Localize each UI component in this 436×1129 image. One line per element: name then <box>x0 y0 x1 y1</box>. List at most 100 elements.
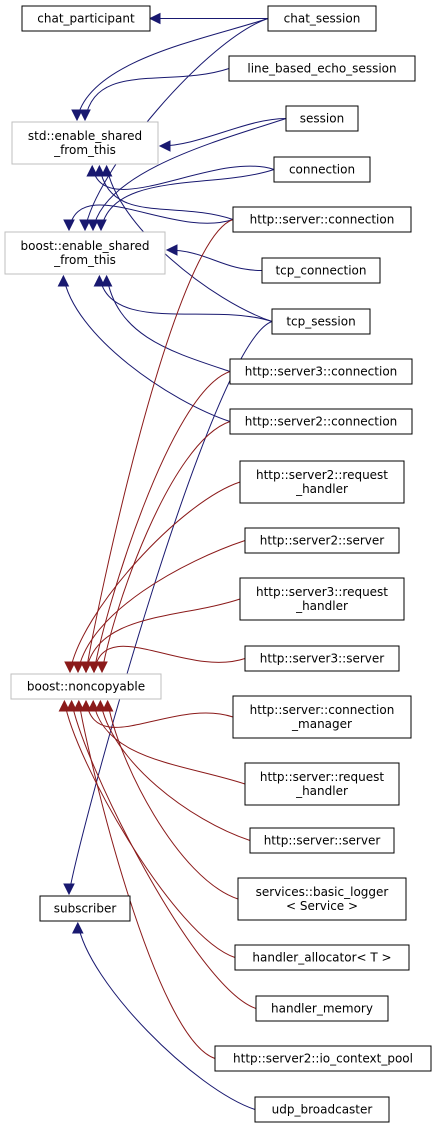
inheritance-edge-http-server-server-to-boost-noncopyable <box>99 700 251 841</box>
arrowhead-handler-allocator-to-boost-noncopyable <box>58 699 71 712</box>
class-box-chat-session[interactable] <box>267 5 377 32</box>
class-label-connection-line-1: connection <box>289 163 355 177</box>
inheritance-edge-session-to-boost-enable-shared-from-this <box>92 118 287 231</box>
edges-layer <box>57 12 287 1110</box>
inheritance-edge-http-server-request-handler-to-boost-noncopyable <box>92 700 246 785</box>
class-box-chat-participant[interactable] <box>21 5 151 32</box>
class-node-http-server3-server[interactable]: http::server3::server <box>244 645 400 672</box>
arrowhead-http-server-connection-to-boost-enable-shared-from-this <box>63 219 75 232</box>
class-node-http-server3-request-handler[interactable]: http::server3::request_handler <box>239 577 405 621</box>
arrowhead-tcp-session-to-subscriber <box>63 883 75 896</box>
arrowhead-http-server-connection-to-std-enable-shared-from-this <box>93 164 106 177</box>
class-box-http-server2-request-handler[interactable] <box>239 460 405 504</box>
class-label-std-enable-shared-from-this-line-2: _from_this <box>53 143 116 157</box>
arrowhead-http-server2-request-handler-to-boost-noncopyable <box>64 661 76 674</box>
inheritance-edge-connection-to-boost-enable-shared-from-this <box>100 169 275 231</box>
class-label-http-server-request-handler-line-1: http::server::request <box>260 770 384 784</box>
class-node-udp-broadcaster[interactable]: udp_broadcaster <box>254 1096 390 1123</box>
class-node-http-server2-request-handler[interactable]: http::server2::request_handler <box>239 460 405 504</box>
arrowhead-session-to-std-enable-shared-from-this <box>158 140 171 152</box>
class-node-handler-memory[interactable]: handler_memory <box>255 995 389 1022</box>
inheritance-edge-http-server-connection-to-std-enable-shared-from-this <box>98 165 234 220</box>
class-box-http-server3-server[interactable] <box>244 645 400 672</box>
inheritance-edge-http-server-connection-manager-to-boost-noncopyable <box>85 700 234 728</box>
arrowhead-http-server-server-to-boost-noncopyable <box>94 699 107 712</box>
class-box-http-server-connection-manager[interactable] <box>232 695 412 739</box>
arrowhead-http-server2-connection-to-boost-noncopyable <box>96 661 108 674</box>
class-box-http-server2-io-context-pool[interactable] <box>214 1045 432 1072</box>
class-node-chat-participant[interactable]: chat_participant <box>21 5 151 32</box>
class-box-udp-broadcaster[interactable] <box>254 1096 390 1123</box>
arrowhead-http-server3-server-to-boost-noncopyable <box>88 661 100 674</box>
class-box-session[interactable] <box>285 105 359 132</box>
class-label-services-basic-logger-line-2: < Service > <box>286 899 358 913</box>
class-box-connection[interactable] <box>273 156 371 183</box>
class-node-tcp-session[interactable]: tcp_session <box>271 308 371 335</box>
arrowhead-line-based-echo-session-to-std-enable-shared-from-this <box>79 109 91 122</box>
arrowhead-chat-session-to-chat-participant <box>148 12 161 25</box>
class-box-boost-enable-shared-from-this[interactable] <box>4 231 166 275</box>
class-node-http-server-connection[interactable]: http::server::connection <box>232 206 412 233</box>
class-box-http-server2-connection[interactable] <box>229 408 413 435</box>
class-box-tcp-connection[interactable] <box>261 257 381 284</box>
inheritance-edge-http-server2-connection-to-boost-enable-shared-from-this <box>62 275 231 422</box>
inheritance-edge-http-server3-connection-to-boost-noncopyable <box>93 371 231 673</box>
class-box-http-server2-server[interactable] <box>244 527 400 554</box>
inheritance-edge-http-server2-server-to-boost-noncopyable <box>77 540 246 673</box>
class-box-http-server-request-handler[interactable] <box>244 762 400 806</box>
class-box-http-server3-request-handler[interactable] <box>239 577 405 621</box>
class-box-handler-memory[interactable] <box>255 995 389 1022</box>
class-node-http-server-connection-manager[interactable]: http::server::connection_manager <box>232 695 412 739</box>
class-label-boost-enable-shared-from-this-line-2: _from_this <box>53 253 116 267</box>
class-node-subscriber[interactable]: subscriber <box>39 895 131 922</box>
class-box-http-server-server[interactable] <box>249 827 395 854</box>
class-label-http-server-server-line-1: http::server::server <box>264 834 381 848</box>
class-node-chat-session[interactable]: chat_session <box>267 5 377 32</box>
nodes-layer: chat_participant chat_session line_based_e… <box>4 5 432 1123</box>
class-node-http-server2-server[interactable]: http::server2::server <box>244 527 400 554</box>
class-node-tcp-connection[interactable]: tcp_connection <box>261 257 381 284</box>
class-node-connection[interactable]: connection <box>273 156 371 183</box>
class-box-services-basic-logger[interactable] <box>237 877 407 921</box>
class-label-services-basic-logger-line-1: services::basic_logger <box>256 885 389 899</box>
inheritance-edge-http-server2-request-handler-to-boost-noncopyable <box>69 481 241 673</box>
arrowhead-services-basic-logger-to-boost-noncopyable <box>101 699 114 712</box>
class-node-http-server2-connection[interactable]: http::server2::connection <box>229 408 413 435</box>
inheritance-edge-connection-to-std-enable-shared-from-this <box>91 165 275 190</box>
class-box-std-enable-shared-from-this[interactable] <box>11 121 159 165</box>
class-label-handler-allocator-line-1: handler_allocator< T > <box>252 951 391 965</box>
arrowhead-tcp-session-to-boost-enable-shared-from-this <box>93 274 106 287</box>
class-box-line-based-echo-session[interactable] <box>228 55 416 82</box>
class-box-subscriber[interactable] <box>39 895 131 922</box>
arrowhead-handler-memory-to-boost-noncopyable <box>65 699 78 712</box>
class-box-http-server-connection[interactable] <box>232 206 412 233</box>
class-node-handler-allocator[interactable]: handler_allocator< T > <box>234 944 410 971</box>
class-box-handler-allocator[interactable] <box>234 944 410 971</box>
class-label-http-server-connection-line-1: http::server::connection <box>250 213 395 227</box>
class-label-http-server3-request-handler-line-2: _handler <box>295 599 348 613</box>
inheritance-edge-services-basic-logger-to-boost-noncopyable <box>107 700 239 900</box>
arrowhead-http-server3-connection-to-boost-enable-shared-from-this <box>100 274 113 287</box>
arrowhead-udp-broadcaster-to-subscriber <box>71 921 84 934</box>
inheritance-edge-tcp-session-to-subscriber <box>68 321 273 895</box>
class-node-boost-enable-shared-from-this[interactable]: boost::enable_shared_from_this <box>4 231 166 275</box>
inheritance-edge-session-to-std-enable-shared-from-this <box>159 118 287 147</box>
class-node-line-based-echo-session[interactable]: line_based_echo_session <box>228 55 416 82</box>
class-label-tcp-connection-line-1: tcp_connection <box>275 264 366 278</box>
class-node-http-server2-io-context-pool[interactable]: http::server2::io_context_pool <box>214 1045 432 1072</box>
class-node-session[interactable]: session <box>285 105 359 132</box>
class-box-http-server3-connection[interactable] <box>229 358 413 385</box>
class-node-std-enable-shared-from-this[interactable]: std::enable_shared_from_this <box>11 121 159 165</box>
class-label-http-server3-connection-line-1: http::server3::connection <box>245 365 398 379</box>
class-node-http-server-request-handler[interactable]: http::server::request_handler <box>244 762 400 806</box>
class-node-http-server3-connection[interactable]: http::server3::connection <box>229 358 413 385</box>
arrowhead-http-server2-server-to-boost-noncopyable <box>72 661 84 674</box>
class-label-http-server-connection-manager-line-2: _manager <box>291 717 352 731</box>
class-box-boost-noncopyable[interactable] <box>10 673 162 700</box>
inheritance-edge-chat-session-to-boost-enable-shared-from-this <box>84 18 269 231</box>
class-node-services-basic-logger[interactable]: services::basic_logger< Service > <box>237 877 407 921</box>
class-node-boost-noncopyable[interactable]: boost::noncopyable <box>10 673 162 700</box>
class-box-tcp-session[interactable] <box>271 308 371 335</box>
arrowhead-http-server-connection-manager-to-boost-noncopyable <box>80 699 92 712</box>
class-node-http-server-server[interactable]: http::server::server <box>249 827 395 854</box>
